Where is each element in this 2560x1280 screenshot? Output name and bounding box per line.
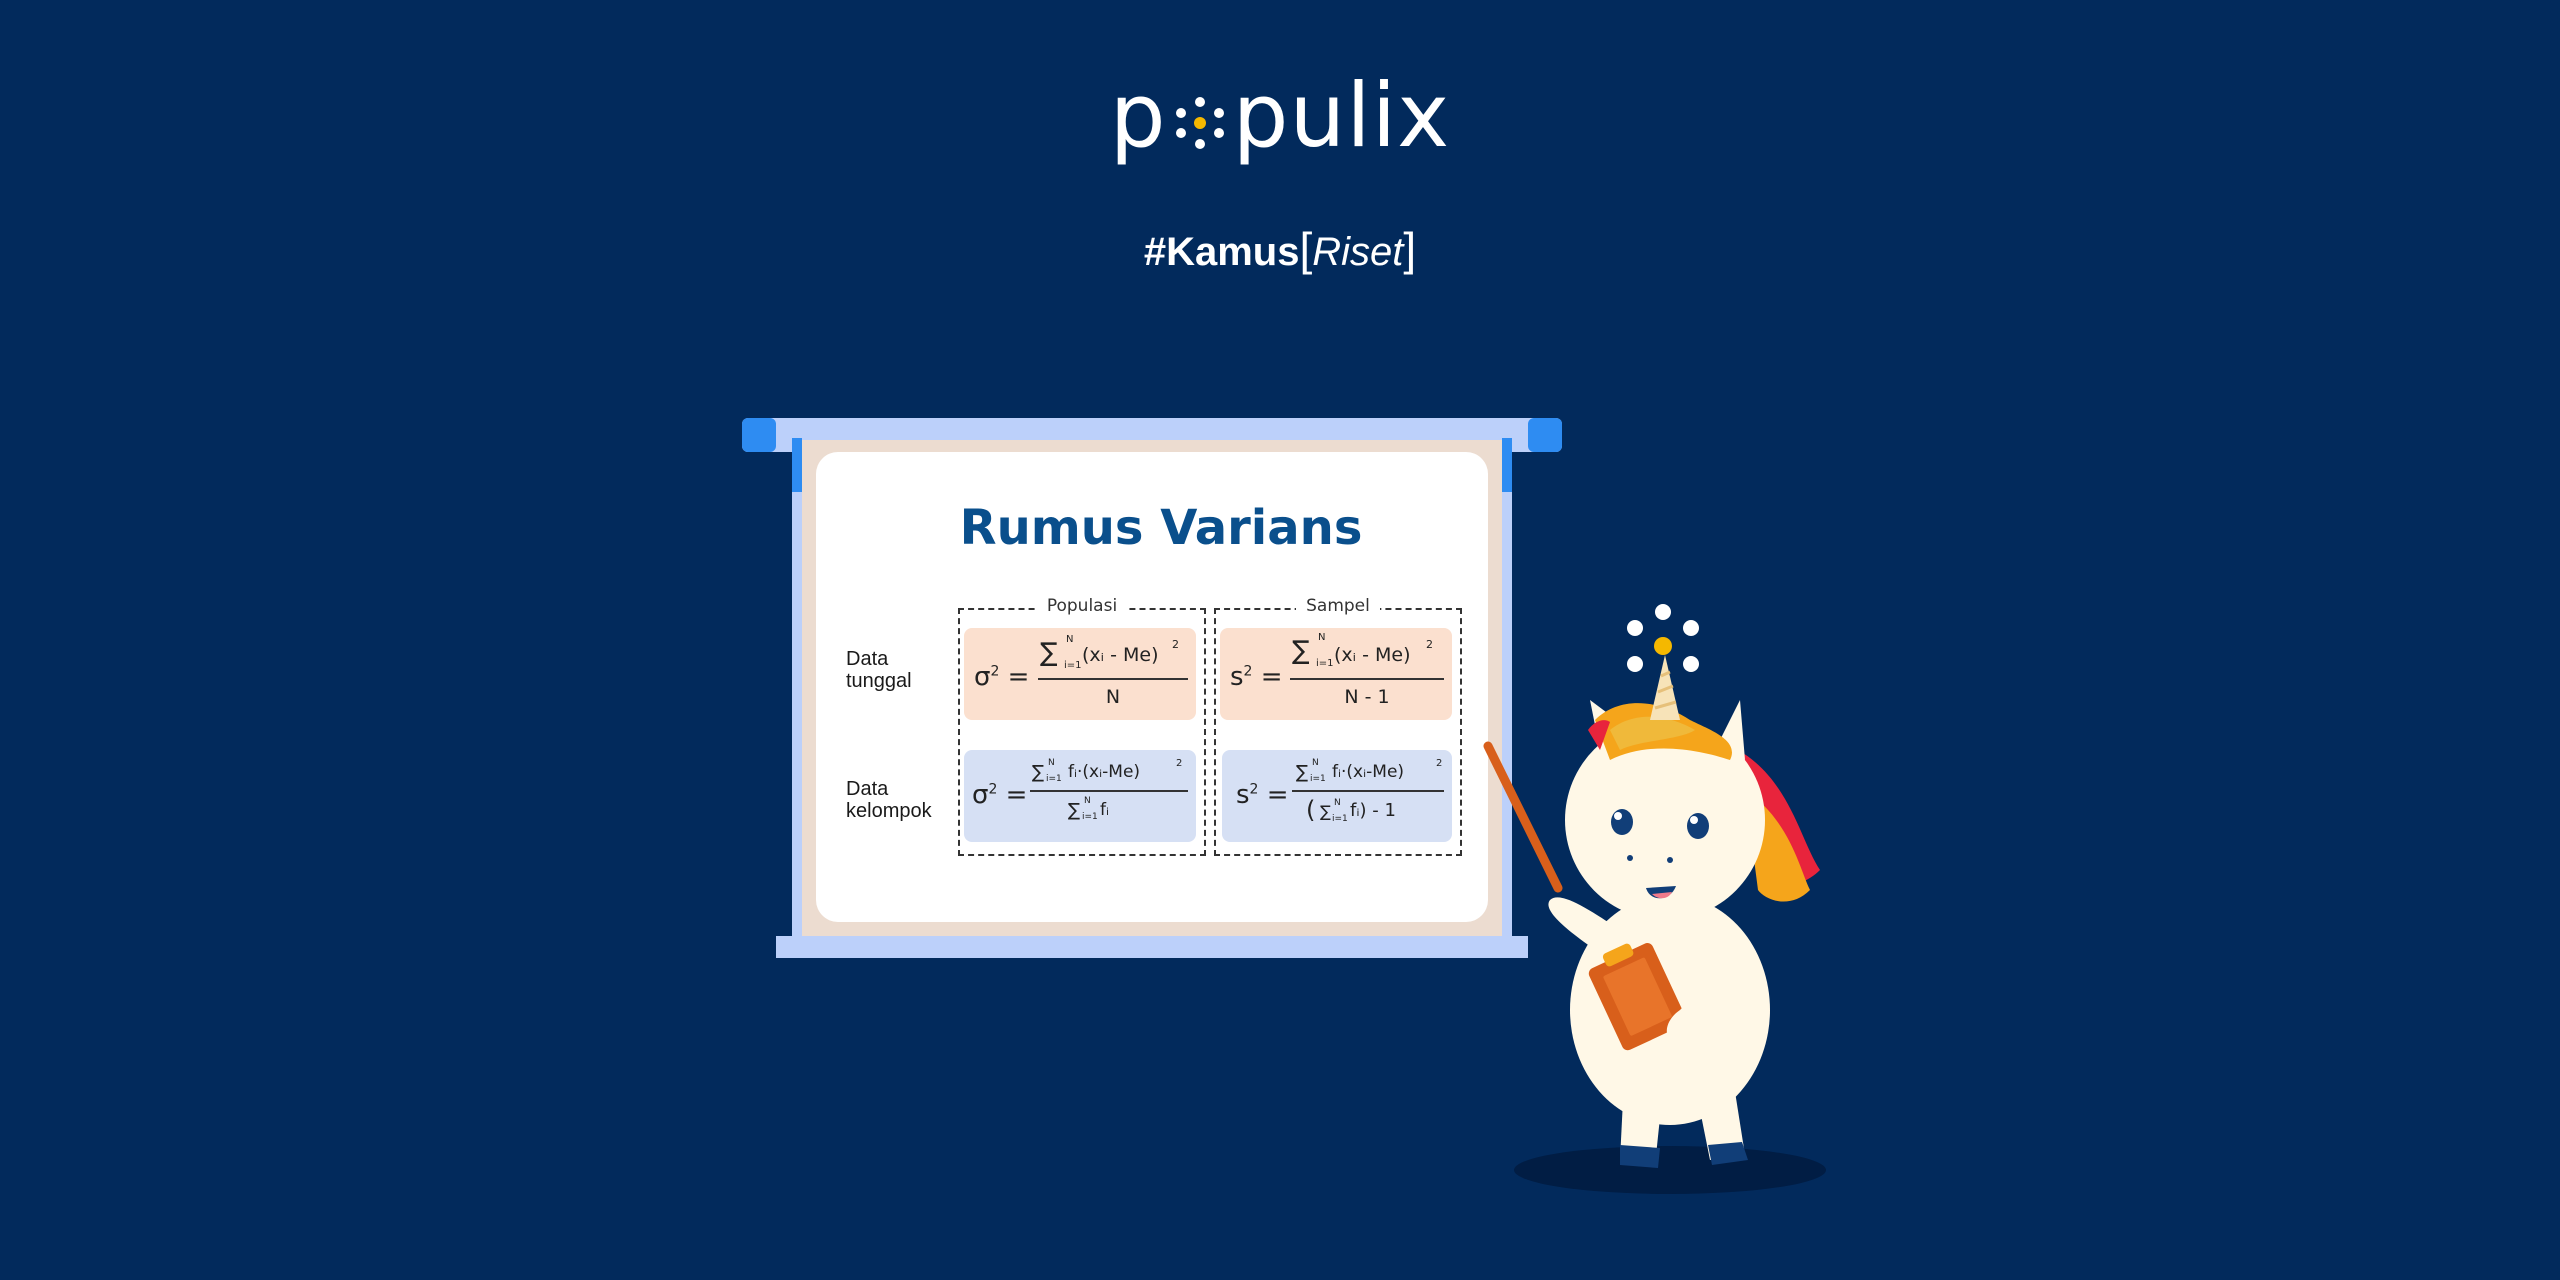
formula-lhs: s2 = (1230, 662, 1283, 692)
tagline-open-bracket: [ (1299, 223, 1313, 275)
sum-upper: N (1312, 758, 1319, 768)
logo-text-left: p (1109, 64, 1167, 167)
formula-lhs: s2 = (1236, 780, 1289, 810)
sum-upper: N (1048, 758, 1055, 768)
row-label-line2: tunggal (846, 670, 912, 692)
logo-text-right: pulix (1232, 64, 1451, 167)
sigma-symbol: ∑ (1296, 762, 1309, 783)
formula-numerator: (xᵢ - Me) (1082, 644, 1159, 666)
screen-bottom-bar (776, 936, 1528, 958)
fraction-bar (1290, 678, 1444, 680)
tagline: #Kamus[Riset] (0, 222, 2560, 276)
sum-upper: N (1084, 796, 1091, 806)
formula-lhs: σ2 = (974, 662, 1030, 692)
sum-upper: N (1334, 798, 1341, 808)
formula-samp-group: s2 = ∑ N i=1 fᵢ·(xᵢ-Me) 2 ( ∑ N i=1 fᵢ) … (1222, 750, 1452, 842)
formula-numerator: fᵢ·(xᵢ-Me) (1068, 762, 1141, 782)
formula-pop-group: σ2 = ∑ N i=1 fᵢ·(xᵢ-Me) 2 ∑ N i=1 fᵢ (964, 750, 1196, 842)
fraction-bar (1038, 678, 1188, 680)
open-paren: ( (1306, 796, 1316, 824)
sum-lower: i=1 (1310, 774, 1326, 784)
formula-denominator: N - 1 (1344, 686, 1390, 708)
sum-lower: i=1 (1316, 658, 1334, 669)
sum-lower: i=1 (1046, 774, 1062, 784)
screen-roller-cap-left (742, 418, 776, 452)
tagline-topic: Riset (1312, 230, 1404, 274)
column-box-populasi: Populasi (958, 596, 1206, 856)
tagline-hash: #Kamus (1143, 230, 1300, 274)
row-label-line1: Data (846, 778, 889, 800)
column-header-sampel: Sampel (1296, 596, 1380, 616)
row-label-line1: Data (846, 648, 889, 670)
column-header-populasi: Populasi (1036, 596, 1128, 616)
screen-roller-cap-right (1528, 418, 1562, 452)
slide-title: Rumus Varians (959, 500, 1363, 556)
sum-lower: i=1 (1332, 814, 1348, 824)
sum-upper: N (1066, 634, 1074, 645)
power-2: 2 (1436, 758, 1443, 769)
formula-denominator: N (1105, 686, 1121, 708)
formula-numerator: fᵢ·(xᵢ-Me) (1332, 762, 1405, 782)
sigma-symbol: ∑ (1320, 802, 1331, 821)
unicorn-mascot-illustration (1483, 604, 1826, 1194)
formula-numerator: (xᵢ - Me) (1334, 644, 1411, 666)
sigma-symbol: ∑ (1040, 638, 1058, 668)
mascot-shadow (1514, 1146, 1826, 1194)
populix-logo: p pulix (0, 64, 2560, 167)
row-label-group: Data kelompok (846, 778, 932, 822)
sigma-symbol: ∑ (1032, 762, 1045, 783)
tagline-close-bracket: ] (1403, 223, 1417, 275)
formula-pop-single: σ2 = ∑ N i=1 (xᵢ - Me) 2 N (964, 628, 1196, 720)
formula-denominator: fᵢ (1100, 800, 1110, 820)
formula-denominator: fᵢ) - 1 (1350, 800, 1396, 821)
screen-side-right (1502, 438, 1512, 492)
sum-lower: i=1 (1064, 660, 1082, 671)
screen-side-left (792, 438, 802, 492)
formula-lhs: σ2 = (972, 780, 1028, 810)
mascot-dots-icon (1627, 604, 1699, 672)
row-label-single: Data tunggal (846, 648, 912, 692)
logo-dots-icon (1175, 96, 1224, 149)
power-2: 2 (1172, 638, 1179, 651)
fraction-bar (1292, 790, 1444, 792)
sum-upper: N (1318, 632, 1326, 643)
sigma-symbol: ∑ (1292, 636, 1310, 666)
sigma-symbol: ∑ (1068, 800, 1081, 821)
clipboard-icon (1588, 943, 1687, 1051)
sum-lower: i=1 (1082, 812, 1098, 822)
formula-samp-single: s2 = ∑ N i=1 (xᵢ - Me) 2 N - 1 (1220, 628, 1452, 720)
power-2: 2 (1176, 758, 1183, 769)
column-box-sampel: Sampel (1214, 596, 1462, 856)
row-label-line2: kelompok (846, 800, 932, 822)
pointer-stick (1483, 741, 1563, 893)
power-2: 2 (1426, 638, 1433, 651)
fraction-bar (1030, 790, 1188, 792)
